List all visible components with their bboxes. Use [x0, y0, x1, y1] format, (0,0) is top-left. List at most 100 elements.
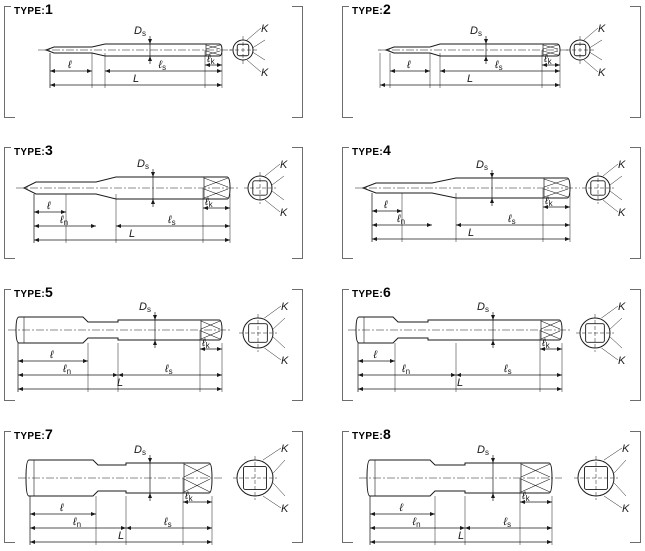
- dim-L-line-arrow-start: [30, 540, 35, 544]
- dim-ell-line-arrow-start: [390, 69, 395, 73]
- square-cross-d: [200, 330, 221, 340]
- k-leader-top-2: [609, 175, 623, 186]
- dim-lk-label: ℓk: [541, 337, 551, 350]
- dim-ln-label: ℓn: [72, 516, 81, 529]
- type-number: 6: [382, 284, 391, 300]
- dim-ell-line-arrow-start: [30, 512, 35, 516]
- dim-ls-label: ℓs: [494, 59, 503, 72]
- dim-ls-line-arrow-end: [565, 223, 570, 227]
- dim-L-line-arrow-end: [225, 238, 230, 242]
- square-cross-d: [540, 330, 561, 340]
- k-leader-top: [246, 27, 262, 41]
- dim-ell-label: ℓ: [49, 349, 54, 361]
- k-leader-top: [264, 305, 282, 319]
- dim-ds-arrow-top: [491, 458, 495, 463]
- dim-ds-arrow-bottom: [491, 340, 495, 345]
- tap-profile: [355, 316, 563, 344]
- dim-ell-line-arrow-end: [397, 209, 402, 213]
- dim-ln-label: ℓn: [401, 363, 410, 376]
- dim-ln-label: ℓn: [396, 213, 405, 226]
- panel-title: TYPE:7: [11, 427, 56, 444]
- dim-ell-line-arrow-start: [358, 359, 363, 363]
- dim-lk-label: ℓk: [521, 490, 531, 503]
- dim-ln-line-arrow-start: [30, 526, 35, 530]
- dim-L-label: L: [468, 227, 474, 239]
- dim-L-line-arrow-start: [380, 83, 385, 87]
- dim-L-line-arrow-start: [358, 387, 363, 391]
- dim-ln-line-arrow-start: [372, 223, 377, 227]
- dim-ell-label: ℓ: [46, 200, 51, 212]
- k-leader-top-2: [609, 317, 623, 330]
- dim-ds-arrow-top: [148, 458, 152, 463]
- dim-ell-line-arrow-end: [87, 69, 92, 73]
- dim-ell-label: ℓ: [67, 59, 72, 71]
- k-leader-top-2: [272, 317, 286, 330]
- dim-ls-line-arrow-start: [440, 69, 445, 73]
- dim-ls-line-arrow-start: [465, 526, 470, 530]
- dim-L-line-arrow-end: [217, 83, 222, 87]
- dim-lk-line-arrow-end: [217, 63, 222, 67]
- dim-ds-label: Ds: [477, 301, 489, 314]
- dim-ln-line-arrow-end: [113, 373, 118, 377]
- dim-ls-label: ℓs: [503, 363, 512, 376]
- square-cross-b: [542, 44, 559, 50]
- panel-frame-right: [630, 147, 641, 259]
- dim-ell-label: ℓ: [383, 199, 388, 211]
- dim-L-line-arrow-end: [557, 387, 562, 391]
- k-leader-bottom: [272, 336, 286, 349]
- k-leader-top: [602, 163, 619, 177]
- dim-k-label-top: K: [280, 159, 288, 171]
- k-leader-bottom-2: [603, 495, 623, 509]
- panel-frame-left: [4, 289, 15, 401]
- type-number: 1: [44, 1, 53, 17]
- panel-frame-left: [4, 147, 15, 259]
- dim-lk-line-arrow-start: [520, 500, 525, 504]
- dim-L-line-arrow-start: [372, 237, 377, 241]
- dim-L-line-arrow-start: [370, 540, 375, 544]
- dim-L-line-arrow-start: [34, 238, 39, 242]
- type-number: 4: [382, 142, 391, 158]
- panel-frame-right: [630, 289, 641, 401]
- dim-k-label-top: K: [261, 23, 269, 35]
- dim-L-line-arrow-end: [217, 387, 222, 391]
- dim-ln-line-arrow-end: [427, 223, 432, 227]
- square-cross-b: [200, 320, 221, 330]
- k-leader-bottom-2: [262, 495, 282, 509]
- tap-profile: [15, 316, 223, 344]
- dim-ln-line-arrow-end: [460, 526, 465, 530]
- k-leader-top: [264, 163, 281, 177]
- panel-type-6: TYPE:6: [338, 283, 645, 408]
- panel-type-8: TYPE:8: [338, 425, 645, 550]
- dim-ls-label: ℓs: [503, 516, 512, 529]
- dim-lk-label: ℓk: [184, 490, 194, 503]
- dim-k-label-bottom: K: [281, 503, 289, 515]
- panel-frame-left: [4, 431, 15, 543]
- dim-ell-label: ℓ: [399, 502, 404, 514]
- dim-ds-arrow-bottom: [151, 199, 155, 204]
- dim-L-label: L: [129, 228, 135, 240]
- dim-ell-line-arrow-start: [18, 359, 23, 363]
- square-cross-b: [205, 44, 221, 50]
- dim-ls-line-arrow-end: [557, 373, 562, 377]
- panel-title: TYPE:8: [349, 427, 394, 444]
- panel-title: TYPE:1: [11, 2, 56, 19]
- panel-frame-right: [292, 147, 303, 259]
- k-leader-bottom: [252, 52, 266, 61]
- dim-ell-label: ℓ: [406, 59, 411, 71]
- dim-ds-arrow-top: [153, 315, 157, 320]
- k-leader-bottom: [272, 482, 286, 497]
- dim-k-label-bottom: K: [281, 355, 289, 367]
- k-leader-bottom: [271, 190, 285, 201]
- square-cross-d: [543, 188, 569, 198]
- panel-frame-right: [630, 6, 641, 118]
- dim-ln-line-arrow-end: [121, 526, 126, 530]
- square-cross-d: [203, 188, 229, 199]
- k-leader-bottom-2: [246, 59, 262, 73]
- dim-lk-line-arrow-end: [547, 500, 552, 504]
- dim-ls-label: ℓs: [158, 59, 167, 72]
- dim-ln-line-arrow-start: [18, 373, 23, 377]
- dim-L-label: L: [118, 530, 124, 542]
- dim-ls-line-arrow-end: [547, 526, 552, 530]
- square-cross-b: [203, 177, 229, 188]
